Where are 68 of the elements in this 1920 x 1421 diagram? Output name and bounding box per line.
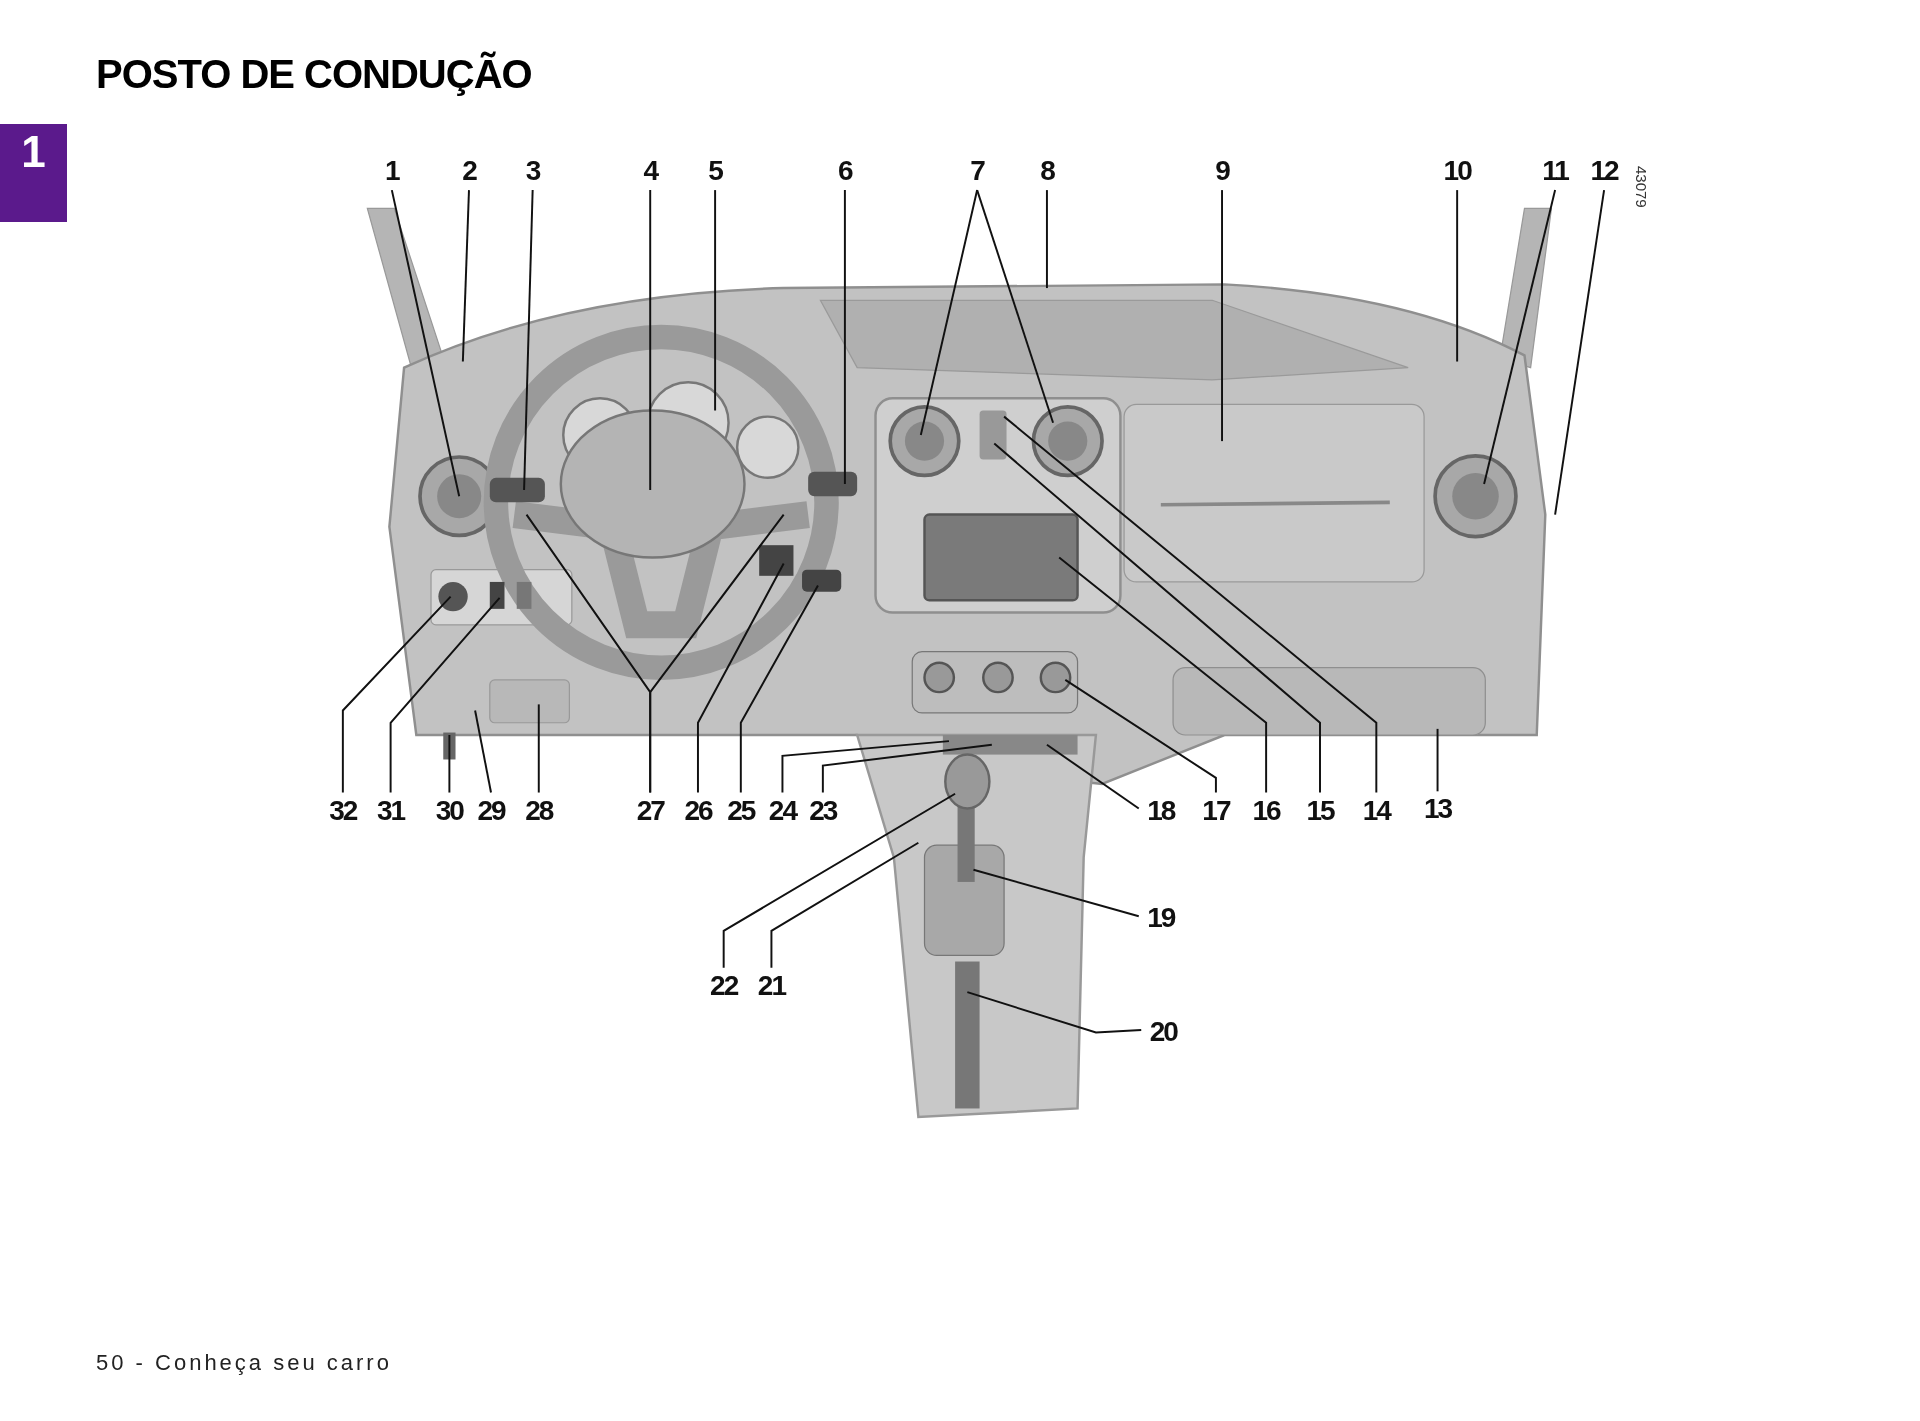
leader-line [1456, 189, 1459, 363]
callout-number: 21 [757, 971, 785, 1000]
leader-line [919, 189, 979, 436]
leader-line [993, 442, 1321, 794]
leader-line [966, 991, 1143, 1034]
callout-number: 31 [377, 796, 405, 825]
leader-line [389, 596, 501, 794]
leader-line [976, 189, 1055, 424]
callout-number: 8 [1040, 157, 1054, 186]
callout-number: 13 [1423, 795, 1452, 824]
leader-line [341, 595, 452, 794]
callout-number: 4 [643, 157, 657, 186]
callout-number: 1 [385, 157, 399, 186]
leader-line [523, 189, 534, 492]
callout-number: 29 [477, 796, 505, 825]
leader-line [1221, 189, 1223, 443]
callout-number: 12 [1590, 157, 1618, 186]
leader-line [1045, 743, 1140, 810]
callout-number: 16 [1252, 796, 1280, 825]
callout-number: 7 [970, 157, 984, 186]
leader-line [390, 189, 461, 498]
leader-line [461, 189, 470, 363]
callout-number: 23 [809, 796, 837, 825]
leader-line [781, 740, 950, 794]
leader-line [1554, 189, 1606, 516]
callout-number: 25 [727, 796, 755, 825]
callout-number: 28 [525, 796, 553, 825]
leader-line [722, 792, 957, 969]
figure-code: 43079 [1632, 166, 1651, 208]
callout-number: 9 [1215, 157, 1229, 186]
leader-line [474, 709, 492, 794]
callout-number: 30 [435, 796, 463, 825]
leader-line [649, 513, 785, 794]
callout-number: 18 [1147, 796, 1175, 825]
callout-number: 10 [1443, 157, 1471, 186]
leader-line [697, 562, 785, 794]
callout-number: 19 [1147, 904, 1175, 933]
leader-line [1045, 189, 1048, 290]
chapter-tab: 1 [0, 124, 67, 222]
callout-number: 20 [1149, 1018, 1177, 1047]
callout-number: 6 [838, 157, 852, 186]
callout-number: 11 [1542, 157, 1568, 186]
leader-line [1436, 727, 1439, 793]
callout-number: 27 [636, 796, 664, 825]
leader-line [770, 841, 920, 969]
callout-number: 17 [1202, 796, 1230, 825]
leader-line [1483, 189, 1557, 485]
leader-line [843, 189, 846, 485]
leader-line [972, 868, 1140, 918]
callout-number: 3 [525, 157, 540, 186]
leader-line [1003, 415, 1378, 794]
callout-number: 5 [708, 157, 722, 186]
leader-line [649, 189, 652, 492]
callout-number: 15 [1306, 796, 1334, 825]
leader-line [821, 743, 993, 794]
callout-number: 14 [1362, 796, 1390, 825]
callout-number: 26 [684, 796, 712, 825]
leader-line [1058, 556, 1268, 794]
callout-number: 22 [710, 971, 738, 1000]
leader-line [739, 584, 819, 794]
callout-number: 32 [329, 796, 357, 825]
leader-line [448, 734, 451, 794]
page-footer: 50 - Conheça seu carro [96, 1346, 392, 1379]
callout-number: 24 [768, 796, 796, 825]
leader-line [537, 703, 540, 794]
callout-number: 2 [462, 157, 476, 186]
leader-line [1064, 678, 1217, 794]
leader-line [714, 189, 717, 412]
